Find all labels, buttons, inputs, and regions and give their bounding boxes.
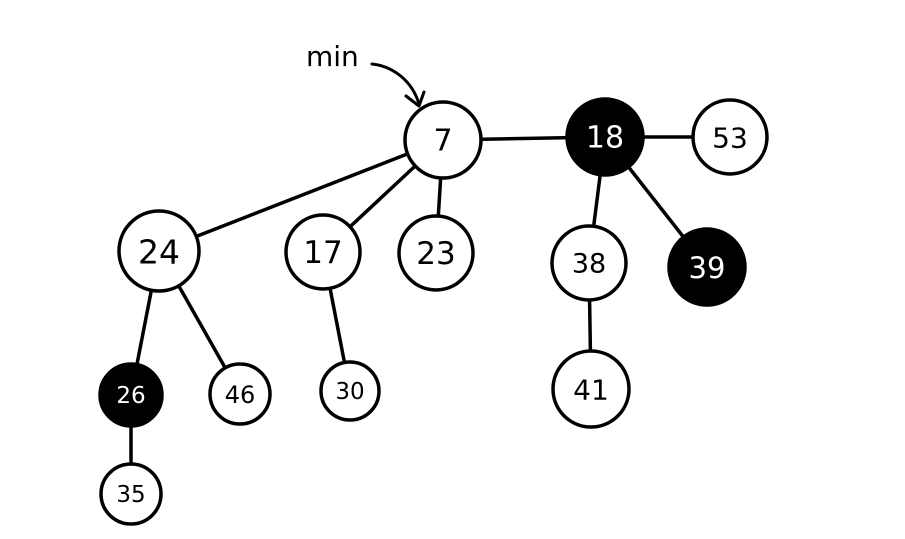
node-circle-38 bbox=[550, 224, 628, 302]
node-18: 18 bbox=[565, 97, 645, 177]
min-pointer-arrow bbox=[370, 62, 421, 106]
node-circle-24 bbox=[117, 209, 201, 293]
node-label-46: 46 bbox=[225, 381, 256, 409]
node-label-18: 18 bbox=[586, 121, 624, 156]
node-circle-46 bbox=[208, 362, 272, 426]
node-label-53: 53 bbox=[712, 122, 748, 155]
node-label-39: 39 bbox=[689, 251, 726, 285]
min-pointer-label: min bbox=[306, 40, 359, 73]
node-circle-23 bbox=[397, 214, 475, 292]
node-38: 38 bbox=[550, 224, 628, 302]
node-35: 35 bbox=[99, 462, 163, 526]
node-46: 46 bbox=[208, 362, 272, 426]
node-circle-18 bbox=[565, 97, 645, 177]
node-label-41: 41 bbox=[573, 374, 609, 407]
node-circle-39 bbox=[667, 227, 747, 307]
nodes-layer: 7 18 53 24 17 23 38 39 26 46 30 41 35 bbox=[98, 97, 769, 526]
min-pointer: min bbox=[306, 40, 426, 108]
node-circle-7 bbox=[403, 100, 483, 180]
node-circle-17 bbox=[284, 213, 362, 291]
node-17: 17 bbox=[284, 213, 362, 291]
node-circle-26 bbox=[98, 362, 164, 428]
node-circle-41 bbox=[551, 349, 631, 429]
node-label-30: 30 bbox=[335, 379, 364, 405]
node-53: 53 bbox=[691, 98, 769, 176]
node-23: 23 bbox=[397, 214, 475, 292]
node-26: 26 bbox=[98, 362, 164, 428]
node-label-26: 26 bbox=[116, 383, 145, 409]
edge-7-24 bbox=[157, 138, 445, 253]
node-24: 24 bbox=[117, 209, 201, 293]
node-label-35: 35 bbox=[116, 482, 145, 508]
min-pointer-arrowhead bbox=[404, 90, 426, 108]
node-label-7: 7 bbox=[433, 124, 452, 159]
node-label-24: 24 bbox=[138, 233, 180, 272]
edges-layer bbox=[129, 135, 732, 496]
node-7: 7 bbox=[403, 100, 483, 180]
node-circle-53 bbox=[691, 98, 769, 176]
node-39: 39 bbox=[667, 227, 747, 307]
node-circle-35 bbox=[99, 462, 163, 526]
node-41: 41 bbox=[551, 349, 631, 429]
node-label-38: 38 bbox=[572, 249, 606, 280]
node-30: 30 bbox=[319, 360, 381, 422]
node-label-23: 23 bbox=[416, 236, 455, 272]
node-label-17: 17 bbox=[303, 235, 342, 271]
node-circle-30 bbox=[319, 360, 381, 422]
